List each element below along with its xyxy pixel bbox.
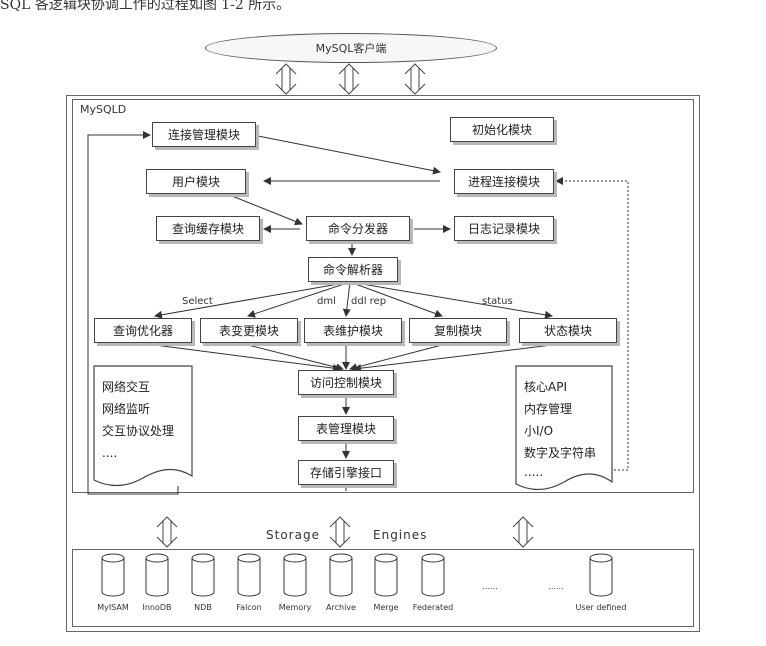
edge-label-status: status [482,296,513,307]
client-link-arrow-2 [338,63,360,95]
engine-cylinder [145,553,169,597]
connection-management-module: 连接管理模块 [152,122,256,147]
right-list-item: 内存管理 [524,402,573,416]
engine-label: ...... [482,582,498,591]
log-module: 日志记录模块 [454,216,554,241]
engine-cylinder [101,553,125,597]
storage-link-arrow-1 [156,516,178,548]
mysql-client-node: MySQL客户端 [205,33,497,63]
storage-link-arrow-3 [512,516,534,548]
engine-label: InnoDB [142,603,172,612]
engines-word: Engines [373,528,428,542]
access-control-module: 访问控制模块 [298,370,394,395]
left-list-item: 网络交互 [102,380,151,394]
edge-label-select: Select [182,296,213,307]
command-dispatcher: 命令分发器 [306,216,410,241]
engine-label: Federated [412,603,454,612]
table-maintenance-module: 表维护模块 [304,318,402,343]
engine-cylinder [374,553,398,597]
client-link-arrow-1 [275,63,297,95]
query-cache-module: 查询缓存模块 [156,216,260,241]
engine-label: ...... [548,582,564,591]
table-management-module: 表管理模块 [298,416,394,441]
edge-label-dml: dml [317,296,336,307]
query-optimizer: 查询优化器 [94,318,192,343]
left-list-item: 网络监听 [102,402,151,416]
initialization-module: 初始化模块 [450,117,554,142]
right-doc-shape [515,365,613,491]
engine-cylinder [589,553,613,597]
engine-label: Archive [326,603,356,612]
network-module-list: 网络交互 网络监听 交互协议处理 .... [96,370,192,464]
core-api-list: 核心API 内存管理 小I/O 数字及字符串 ..... [518,370,614,480]
caption-text: SQL 各逻辑块协调工作的过程如图 1-2 所示。 [0,0,291,13]
process-connection-module: 进程连接模块 [454,169,554,194]
right-list-item: 核心API [524,380,567,394]
replication-module: 复制模块 [409,318,507,343]
left-doc-shape [93,365,193,487]
left-list-item: .... [102,446,118,460]
engine-label: Merge [373,603,399,612]
engine-label: Falcon [236,603,262,612]
engine-label: MyISAM [97,603,129,612]
storage-link-arrow-2 [329,516,351,548]
engine-label: NDB [194,603,212,612]
status-module: 状态模块 [519,318,617,343]
storage-engine-interface: 存储引擎接口 [298,460,394,485]
mysqld-label: MySQLD [80,103,127,116]
edge-label-ddl: ddl rep [351,296,387,307]
engine-label: Memory [278,603,312,612]
engine-cylinder [191,553,215,597]
storage-word: Storage [266,528,320,542]
table-change-module: 表变更模块 [200,318,298,343]
left-list-item: 交互协议处理 [102,424,175,438]
storage-engines-frame [72,549,694,627]
client-link-arrow-3 [404,63,426,95]
engine-cylinder [329,553,353,597]
engine-label: User defined [575,603,627,612]
command-parser: 命令解析器 [308,257,398,282]
user-module: 用户模块 [146,169,246,194]
mysqld-inner-frame [72,99,694,493]
engine-cylinder [237,553,261,597]
engine-cylinder [421,553,445,597]
right-list-item: ..... [524,465,544,479]
right-list-item: 数字及字符串 [524,446,597,460]
mysqld-outer-frame [66,95,700,632]
right-list-item: 小I/O [524,424,554,438]
engine-cylinder [283,553,307,597]
